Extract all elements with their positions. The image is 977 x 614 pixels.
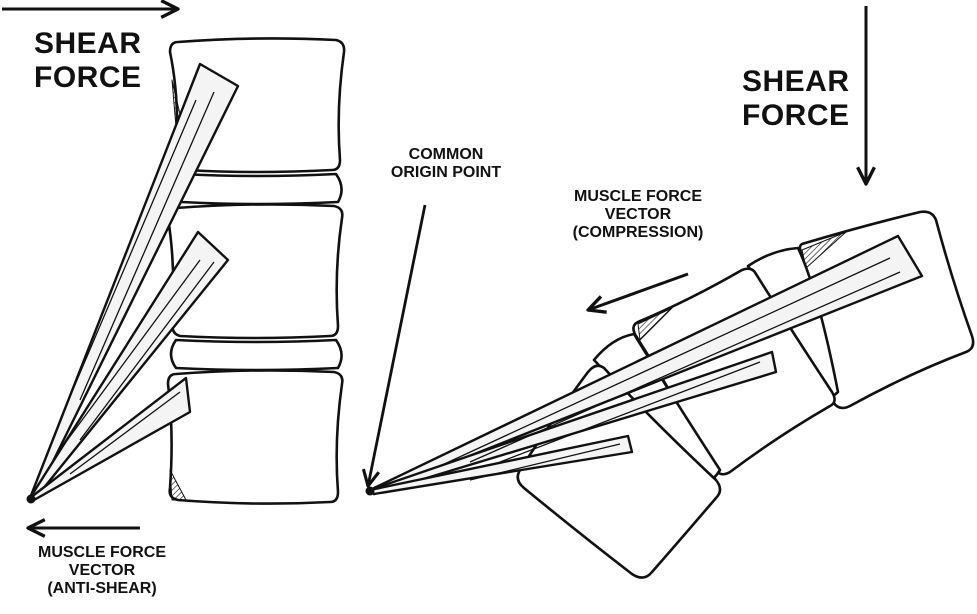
left-vertebra-bottom-shading: [169, 469, 187, 501]
right-muscle-force-line-1: MUSCLE FORCE: [574, 188, 702, 205]
right-muscle-force-line-3: (COMPRESSION): [572, 223, 704, 241]
right-shear-force-line-2: FORCE: [742, 98, 850, 132]
left-muscle-force-line-3: (ANTI-SHEAR): [47, 579, 157, 597]
left-shear-force-label: SHEAR FORCE: [34, 27, 142, 94]
common-origin-line-2: ORIGIN POINT: [390, 163, 502, 181]
left-muscle-striations: [59, 91, 215, 475]
right-vertebra-top-shading: [801, 231, 847, 269]
left-origin-point: [26, 494, 36, 504]
left-disc-bottom: [169, 338, 343, 372]
left-disc-top: [175, 172, 343, 206]
left-muscle-force-line-1: MUSCLE FORCE: [38, 544, 166, 561]
right-muscle-striations: [439, 257, 901, 481]
right-shear-force-line-1: SHEAR: [742, 65, 850, 98]
right-muscle-arrow: [586, 272, 689, 314]
left-muscle-force-line-2: VECTOR: [68, 561, 136, 579]
right-vertebra-middle-shading: [637, 307, 673, 341]
right-muscle-force-line-2: VECTOR: [604, 205, 672, 223]
right-origin-point: [365, 486, 375, 496]
left-shear-force-line-2: FORCE: [34, 60, 142, 94]
right-shear-force-label: SHEAR FORCE: [742, 65, 850, 132]
left-shear-force-line-1: SHEAR: [34, 27, 142, 60]
left-muscle-force-label: MUSCLE FORCE VECTOR (ANTI-SHEAR): [28, 544, 176, 598]
origin-pointer-arrow: [361, 204, 427, 488]
common-origin-line-1: COMMON: [408, 146, 484, 163]
left-vertebra-middle: [166, 203, 344, 340]
right-muscle-fibers: [368, 234, 924, 496]
left-muscle-fibers: [28, 62, 240, 502]
common-origin-label: COMMON ORIGIN POINT: [376, 146, 516, 182]
right-muscle-force-label: MUSCLE FORCE VECTOR (COMPRESSION): [550, 188, 726, 242]
left-vertebra-bottom: [166, 369, 344, 505]
